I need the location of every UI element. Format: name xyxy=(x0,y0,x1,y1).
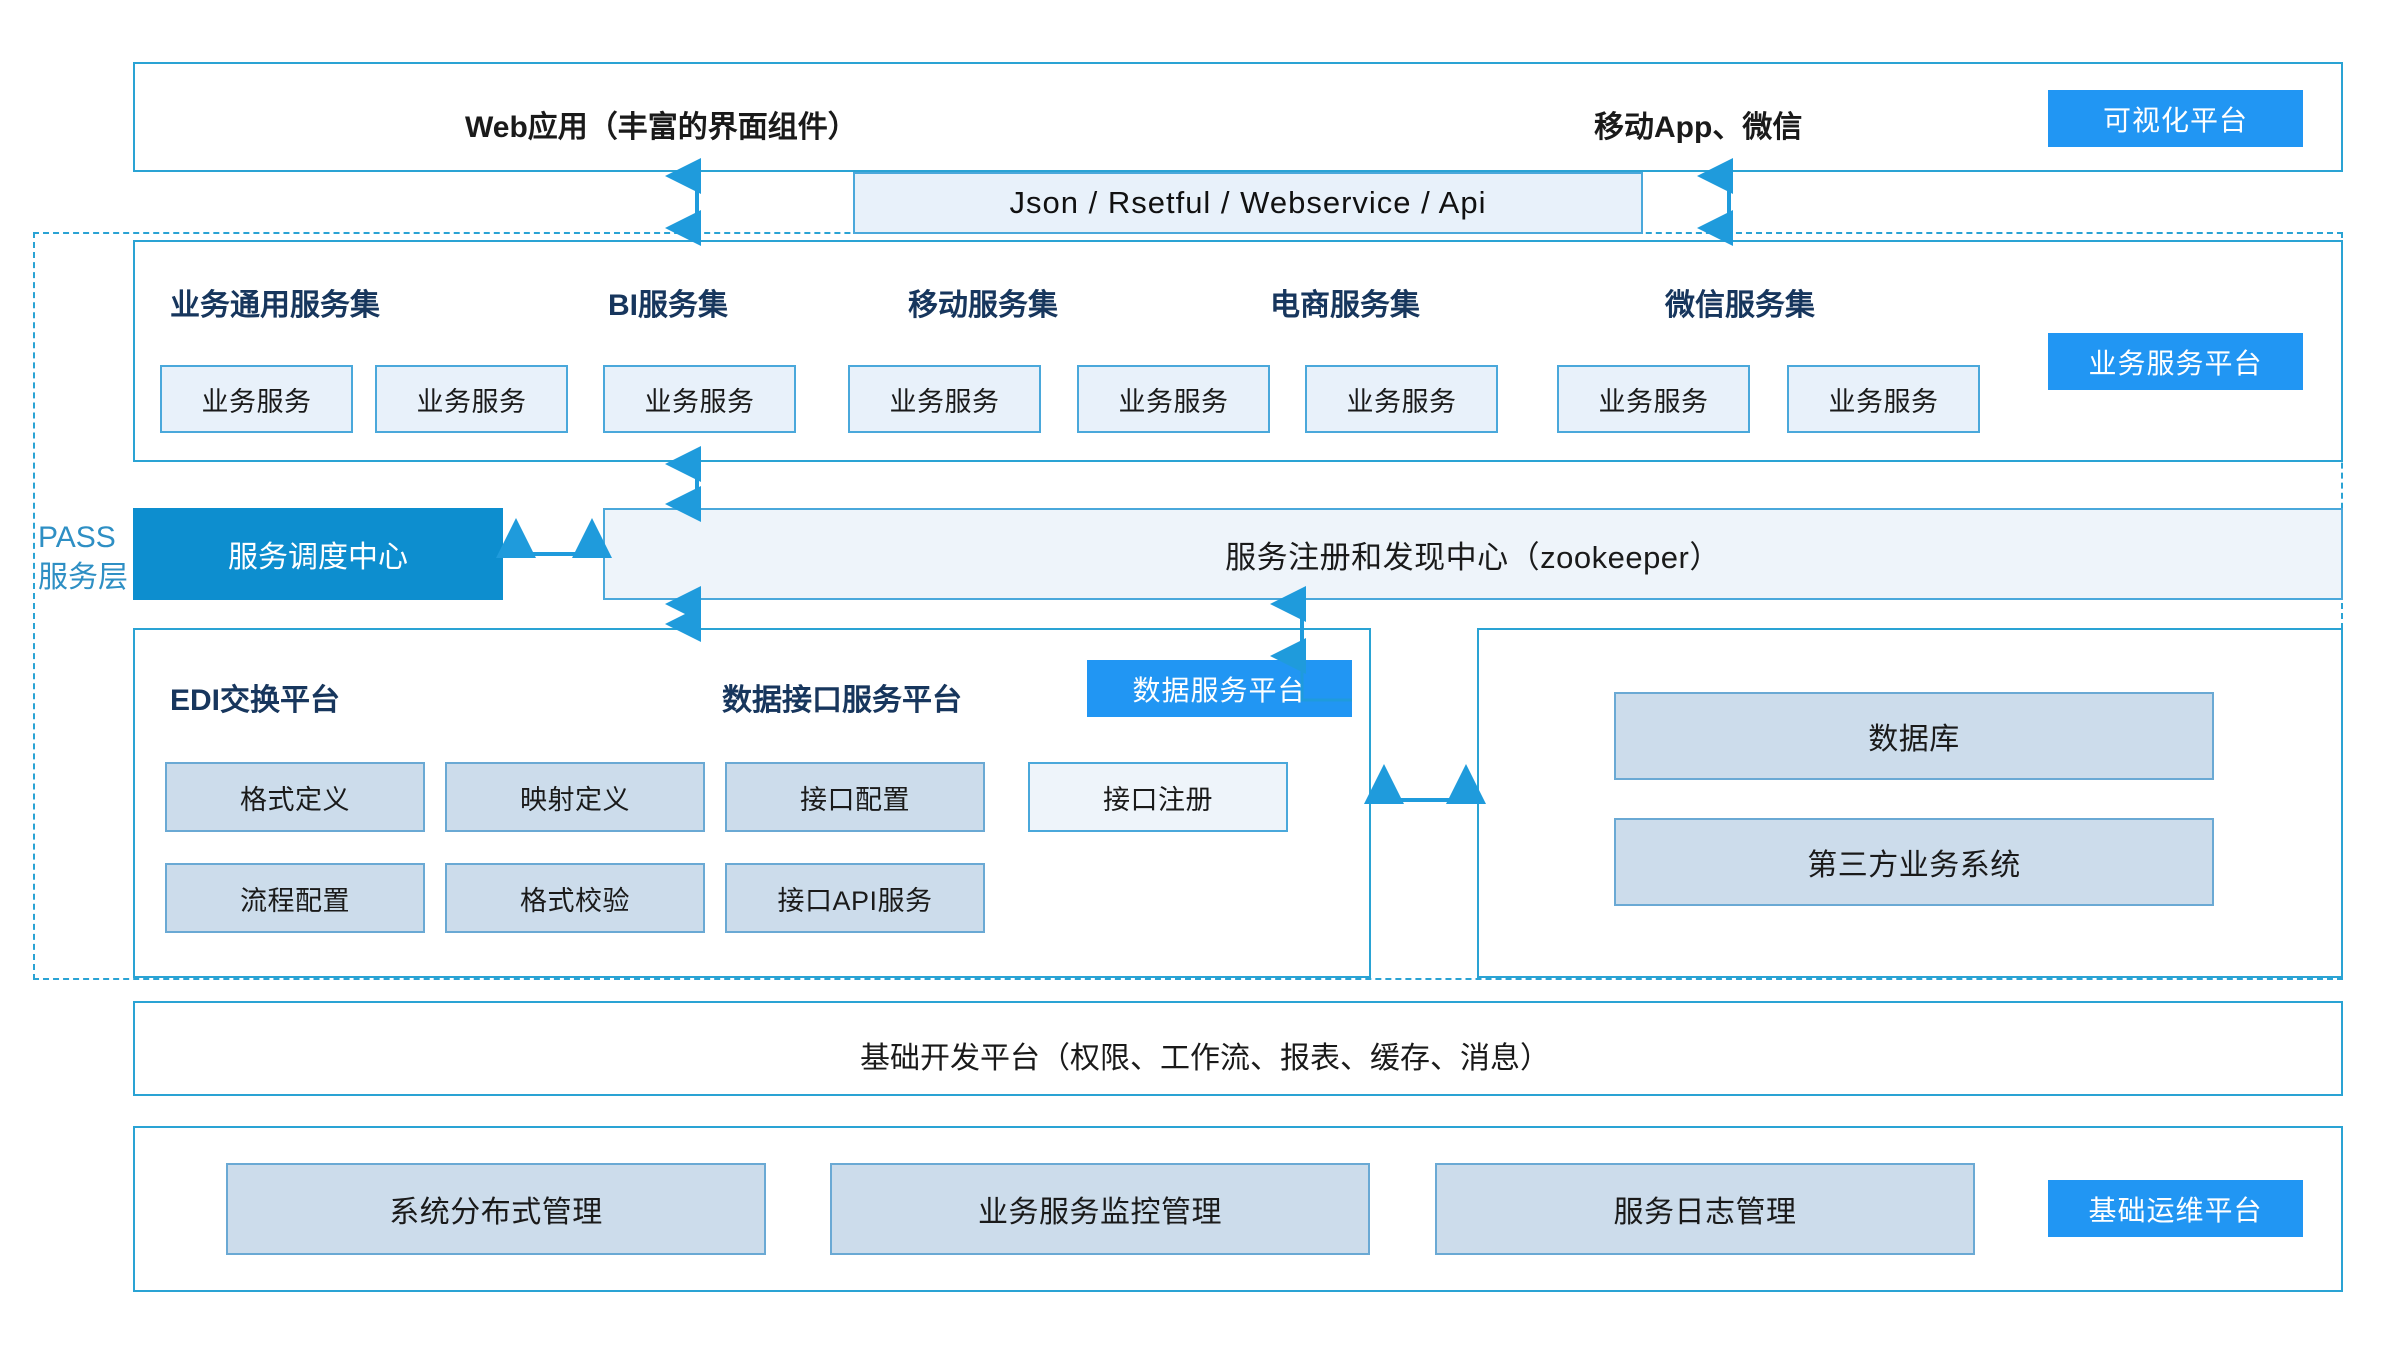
business-service-box-7[interactable]: 业务服务 xyxy=(1787,365,1980,433)
pass-label-line1: PASS xyxy=(38,521,116,554)
business-service-box-1[interactable]: 业务服务 xyxy=(375,365,568,433)
database-box[interactable]: 数据库 xyxy=(1614,692,2214,780)
business-service-box-0[interactable]: 业务服务 xyxy=(160,365,353,433)
visualization-layer-panel xyxy=(133,62,2343,172)
service-group-title-3: 电商服务集 xyxy=(1270,289,1420,322)
service-group-title-4: 微信服务集 xyxy=(1665,289,1815,322)
mobile-app-label: 移动App、微信 xyxy=(1594,111,1803,144)
pass-layer-label: PASS 服务层 xyxy=(38,518,158,598)
business-service-box-4[interactable]: 业务服务 xyxy=(1077,365,1270,433)
external-systems-panel xyxy=(1477,628,2343,978)
business-service-box-2[interactable]: 业务服务 xyxy=(603,365,796,433)
interface-box-register[interactable]: 接口注册 xyxy=(1028,762,1288,832)
interface-box-config[interactable]: 接口配置 xyxy=(725,762,985,832)
service-group-title-0: 业务通用服务集 xyxy=(170,289,380,322)
foundation-dev-platform-panel xyxy=(133,1001,2343,1096)
service-dispatch-center-box[interactable]: 服务调度中心 xyxy=(133,508,503,600)
pass-label-line2: 服务层 xyxy=(38,561,128,594)
business-service-box-3[interactable]: 业务服务 xyxy=(848,365,1041,433)
web-application-label: Web应用（丰富的界面组件） xyxy=(465,111,858,144)
business-service-platform-badge[interactable]: 业务服务平台 xyxy=(2048,333,2303,390)
foundation-dev-platform-label: 基础开发平台（权限、工作流、报表、缓存、消息） xyxy=(860,1042,1550,1075)
data-interface-platform-title: 数据接口服务平台 xyxy=(722,684,962,717)
business-service-box-5[interactable]: 业务服务 xyxy=(1305,365,1498,433)
edi-box-mapping-definition[interactable]: 映射定义 xyxy=(445,762,705,832)
edi-platform-title: EDI交换平台 xyxy=(170,684,341,717)
service-group-title-2: 移动服务集 xyxy=(908,289,1058,322)
ops-box-service-logging[interactable]: 服务日志管理 xyxy=(1435,1163,1975,1255)
service-group-title-1: BI服务集 xyxy=(608,289,728,322)
edi-box-format-definition[interactable]: 格式定义 xyxy=(165,762,425,832)
ops-platform-badge[interactable]: 基础运维平台 xyxy=(2048,1180,2303,1237)
service-registry-center-box[interactable]: 服务注册和发现中心（zookeeper） xyxy=(603,508,2343,600)
api-protocol-bar: Json / Rsetful / Webservice / Api xyxy=(853,172,1643,234)
visualization-platform-badge[interactable]: 可视化平台 xyxy=(2048,90,2303,147)
business-service-box-6[interactable]: 业务服务 xyxy=(1557,365,1750,433)
data-service-platform-badge[interactable]: 数据服务平台 xyxy=(1087,660,1352,717)
ops-box-service-monitoring[interactable]: 业务服务监控管理 xyxy=(830,1163,1370,1255)
edi-box-format-validation[interactable]: 格式校验 xyxy=(445,863,705,933)
edi-box-process-config[interactable]: 流程配置 xyxy=(165,863,425,933)
third-party-system-box[interactable]: 第三方业务系统 xyxy=(1614,818,2214,906)
ops-box-distributed-management[interactable]: 系统分布式管理 xyxy=(226,1163,766,1255)
interface-box-api-service[interactable]: 接口API服务 xyxy=(725,863,985,933)
